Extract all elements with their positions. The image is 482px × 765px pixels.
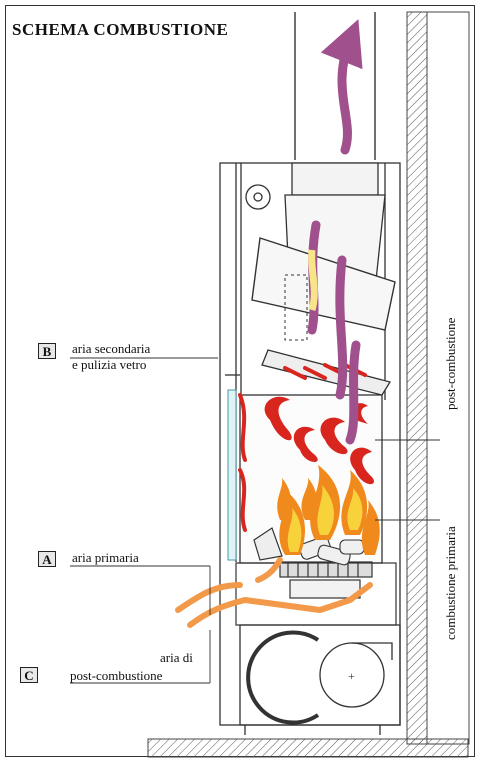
label-b-line1: aria secondaria — [72, 341, 150, 356]
chimney-flue — [295, 12, 375, 160]
label-b-line2: e pulizia vetro — [72, 357, 146, 372]
fan-compartment: + — [240, 625, 400, 735]
label-combustione-primaria: combustione primaria — [443, 526, 459, 640]
glass-door — [228, 390, 236, 560]
label-post-combustione: post-combustione — [443, 318, 459, 410]
label-c-line1: aria di — [160, 650, 193, 665]
label-a-text: aria primaria — [72, 550, 139, 565]
back-wall — [407, 12, 469, 744]
label-c-marker: C — [20, 667, 38, 683]
label-a-marker: A — [38, 551, 56, 567]
hot-gas-streak — [312, 250, 315, 310]
label-b-marker: B — [38, 343, 56, 359]
diagram-title: SCHEMA COMBUSTIONE — [12, 20, 228, 40]
svg-text:+: + — [348, 669, 355, 683]
label-c-line2: post-combustione — [70, 668, 162, 683]
floor — [148, 739, 468, 757]
